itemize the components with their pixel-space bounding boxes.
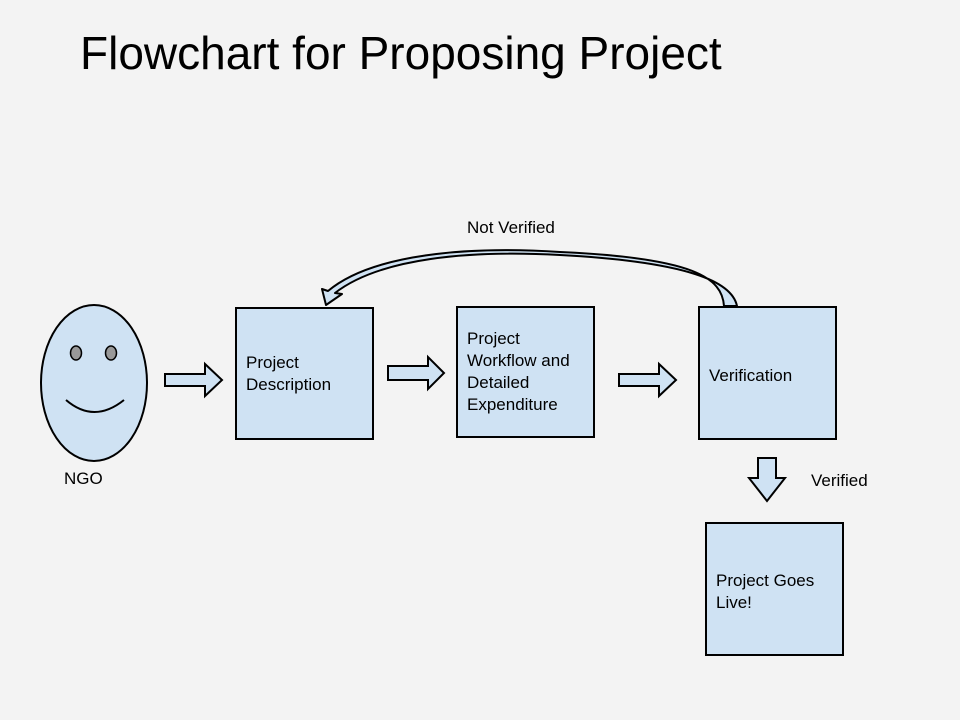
ngo-smiley-icon: [40, 304, 148, 462]
box-project-goes-live-text: Project Goes Live!: [716, 571, 815, 612]
ngo-label: NGO: [64, 469, 103, 488]
arrow-ngo-to-description: [164, 361, 224, 399]
arrow-description-to-workflow: [387, 354, 446, 392]
edge-label-verified: Verified: [811, 471, 868, 490]
arrow-workflow-to-verification: [618, 361, 678, 399]
arrow-verification-to-live: [746, 457, 788, 503]
box-project-workflow: Project Workflow and Detailed Expenditur…: [456, 306, 595, 438]
box-project-workflow-text: Project Workflow and Detailed Expenditur…: [467, 329, 570, 414]
box-verification-text: Verification: [709, 366, 793, 385]
box-verification: Verification: [698, 306, 837, 440]
box-project-description-text: Project Description: [246, 352, 332, 394]
edge-label-not-verified: Not Verified: [467, 218, 555, 237]
slide-title: Flowchart for Proposing Project: [80, 27, 722, 79]
arrow-not-verified-return: [321, 249, 738, 307]
box-project-description: Project Description: [235, 307, 374, 440]
box-project-goes-live: Project Goes Live!: [705, 522, 844, 656]
